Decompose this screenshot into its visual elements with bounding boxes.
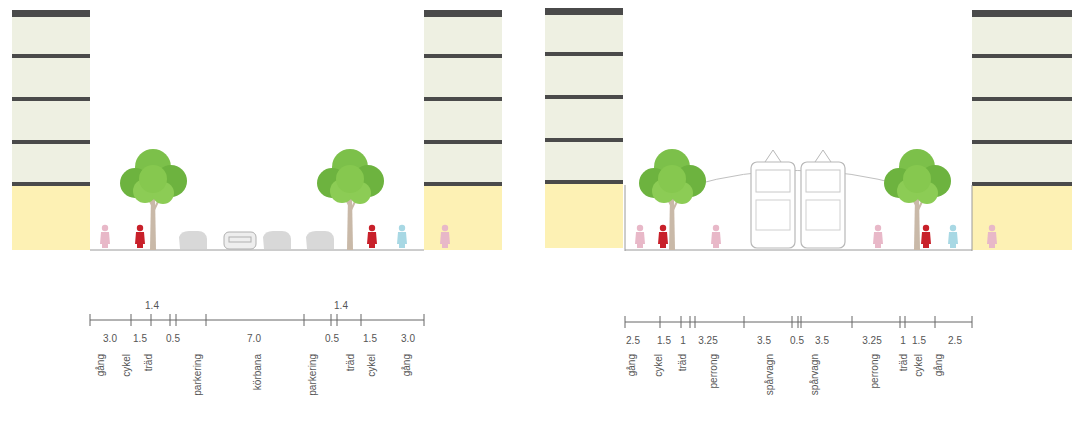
section-part-label: träd [143, 354, 155, 371]
dimension-label: 1 [680, 335, 686, 347]
dimension-label: 0.5 [325, 333, 339, 345]
section-part-label: gång [401, 354, 413, 376]
section-part-label: cykel [913, 354, 925, 377]
dimension-label: 1 [900, 335, 906, 347]
section-part-label: cykel [121, 354, 133, 377]
section-part-label: parkering [192, 354, 204, 396]
dimension-label: 1.5 [657, 335, 671, 347]
section-part-label: spårvagn [809, 354, 821, 395]
section-part-label: gång [95, 354, 107, 376]
dimension-label: 3.5 [757, 335, 771, 347]
dimension-label: 7.0 [247, 333, 261, 345]
dimension-label: 2.5 [626, 335, 640, 347]
section-part-label: gång [933, 354, 945, 376]
section-part-label: gång [626, 354, 638, 376]
section-part-label: parkering [307, 354, 319, 396]
section-part-label: cykel [653, 354, 665, 377]
dimension-label: 3.0 [103, 333, 117, 345]
section-part-label: perrong [708, 354, 720, 388]
dimension-label: 1.5 [363, 333, 377, 345]
dimension-label: 2.5 [948, 335, 962, 347]
dimension-label: 3.25 [862, 335, 881, 347]
section-part-label: spårvagn [764, 354, 776, 395]
section-part-label: cykel [366, 354, 378, 377]
dimension-label: 0.5 [790, 335, 804, 347]
section-part-label: träd [898, 354, 910, 371]
dimension-label: 3.5 [815, 335, 829, 347]
section-part-label: träd [345, 354, 357, 371]
dimension-label: 1.5 [912, 335, 926, 347]
dimension-label: 1.4 [334, 300, 348, 312]
dimension-label: 1.5 [133, 333, 147, 345]
section-part-label: träd [677, 354, 689, 371]
section-part-label: perrong [869, 354, 881, 388]
dimension-label: 3.0 [401, 333, 415, 345]
dimension-label: 3.25 [698, 335, 717, 347]
dimension-label: 1.4 [145, 300, 159, 312]
section-part-label: körbana [252, 354, 264, 390]
dimension-label: 0.5 [166, 333, 180, 345]
